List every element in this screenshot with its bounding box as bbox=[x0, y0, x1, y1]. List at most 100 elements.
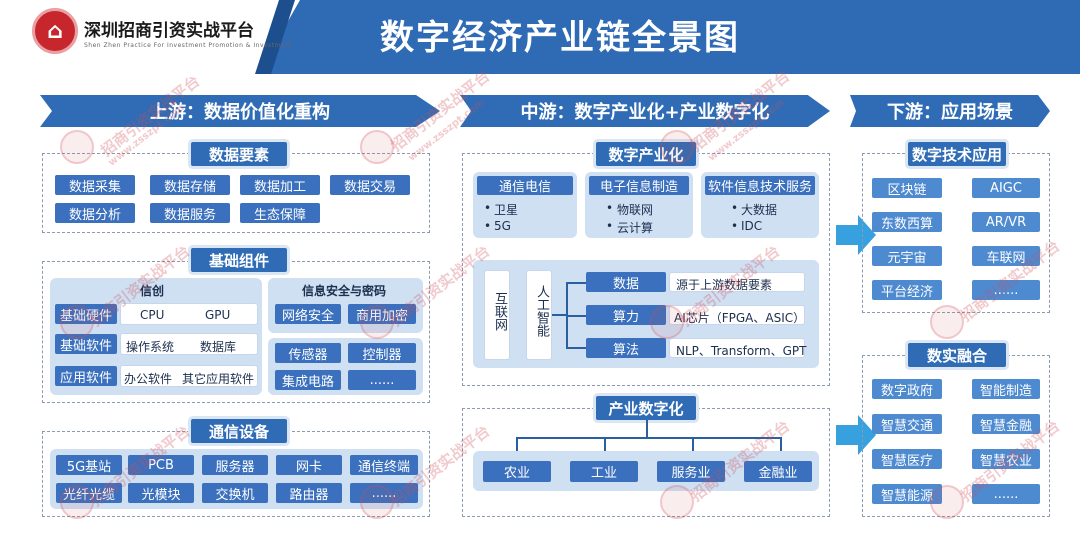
industry-card-title: 电子信息制造 bbox=[589, 176, 689, 195]
industry-card-item: 物联网 bbox=[617, 203, 654, 217]
ai-box bbox=[526, 270, 552, 360]
industry-card-item: 卫星 bbox=[494, 203, 519, 217]
comm-equipment-title: 通信设备 bbox=[191, 419, 287, 443]
upstream-banner: 上游：数据价值化重构 bbox=[40, 95, 440, 127]
data-elements-title: 数据要素 bbox=[191, 142, 287, 166]
bullet-dot: • bbox=[606, 219, 614, 233]
fusion-item: ...... bbox=[972, 484, 1040, 504]
hardware-item: ...... bbox=[348, 370, 416, 390]
xinchuang-row-value: 操作系统 bbox=[126, 340, 175, 354]
fusion-item: 数字政府 bbox=[872, 379, 942, 399]
bullet-dot: • bbox=[731, 201, 739, 215]
fusion-item: 智慧农业 bbox=[972, 449, 1040, 469]
tech-app-item: 车联网 bbox=[972, 246, 1040, 266]
data-element-item: 数据分析 bbox=[55, 203, 135, 223]
connector-line bbox=[780, 437, 782, 453]
tech-app-item: AIGC bbox=[972, 178, 1040, 198]
security-item: 商用加密 bbox=[348, 304, 416, 324]
xinchuang-row-label: 基础硬件 bbox=[55, 304, 117, 324]
xinchuang-title: 信创 bbox=[140, 284, 165, 298]
bullet-dot: • bbox=[731, 219, 739, 233]
industry-card-item: 大数据 bbox=[741, 203, 778, 217]
xinchuang-row-value: GPU bbox=[205, 308, 231, 322]
industry-sector-item: 工业 bbox=[570, 461, 638, 482]
data-element-item: 数据加工 bbox=[240, 175, 320, 195]
tech-apps-title: 数字技术应用 bbox=[908, 142, 1006, 166]
ai-row-desc: NLP、Transform、GPT bbox=[676, 344, 807, 358]
connector-line bbox=[516, 437, 518, 453]
hardware-item: 控制器 bbox=[348, 343, 416, 363]
industry-card-title: 软件信息技术服务 bbox=[705, 176, 815, 195]
fusion-item: 智慧交通 bbox=[872, 414, 942, 434]
industry-card-item: 5G bbox=[494, 219, 511, 233]
internet-label: 互联网 bbox=[492, 292, 507, 331]
fusion-item: 智慧金融 bbox=[972, 414, 1040, 434]
data-element-item: 生态保障 bbox=[240, 203, 320, 223]
industry-card-item: IDC bbox=[741, 219, 763, 233]
industry-card-item: 云计算 bbox=[617, 221, 654, 235]
industrial-digitalization-title: 产业数字化 bbox=[596, 396, 696, 420]
ai-row-label: 数据 bbox=[586, 272, 666, 292]
ai-row-desc-box bbox=[669, 338, 805, 358]
comm-item: ...... bbox=[350, 483, 418, 503]
tech-app-item: AR/VR bbox=[972, 212, 1040, 232]
data-element-item: 数据交易 bbox=[330, 175, 410, 195]
xinchuang-row-label: 应用软件 bbox=[55, 366, 117, 386]
comm-item: 5G基站 bbox=[56, 455, 122, 475]
ai-row-desc: 源于上游数据要素 bbox=[676, 278, 773, 292]
industry-card-title: 通信电信 bbox=[477, 176, 573, 195]
page-title: 数字经济产业链全景图 bbox=[380, 18, 740, 58]
connector-line bbox=[516, 437, 782, 439]
connector-line bbox=[566, 282, 586, 284]
bullet-dot: • bbox=[606, 201, 614, 215]
tech-app-item: 东数西算 bbox=[872, 212, 942, 232]
brand-subtitle: Shen Zhen Practice For Investment Promot… bbox=[84, 42, 293, 49]
security-title: 信息安全与密码 bbox=[302, 284, 387, 298]
ai-row-desc-box bbox=[669, 272, 805, 292]
digital-industrialization-title: 数字产业化 bbox=[596, 142, 696, 166]
fusion-item: 智能制造 bbox=[972, 379, 1040, 399]
fusion-item: 智慧能源 bbox=[872, 484, 942, 504]
tech-app-item: 区块链 bbox=[872, 178, 942, 198]
comm-item: 交换机 bbox=[202, 483, 268, 503]
connector-line bbox=[692, 437, 694, 453]
connector-line bbox=[552, 314, 566, 316]
connector-line bbox=[604, 437, 606, 453]
fusion-item: 智慧医疗 bbox=[872, 449, 942, 469]
industry-sector-item: 金融业 bbox=[744, 461, 812, 482]
data-element-item: 数据服务 bbox=[150, 203, 230, 223]
comm-item: 路由器 bbox=[276, 483, 342, 503]
comm-item: PCB bbox=[128, 455, 194, 475]
tech-app-item: 元宇宙 bbox=[872, 246, 942, 266]
comm-item: 光模块 bbox=[128, 483, 194, 503]
comm-item: 通信终端 bbox=[350, 455, 418, 475]
hardware-item: 传感器 bbox=[275, 343, 341, 363]
ai-row-desc: AI芯片（FPGA、ASIC） bbox=[674, 311, 806, 325]
connector-line bbox=[566, 347, 586, 349]
red-seal-logo-icon: ⌂ bbox=[32, 8, 78, 54]
bullet-dot: • bbox=[484, 219, 492, 233]
tech-app-item: ...... bbox=[972, 280, 1040, 300]
connector-line bbox=[566, 315, 586, 317]
industry-sector-item: 服务业 bbox=[657, 461, 725, 482]
midstream-banner: 中游：数字产业化+产业数字化 bbox=[460, 95, 830, 127]
xinchuang-row-value: 数据库 bbox=[200, 340, 237, 354]
security-item: 网络安全 bbox=[275, 304, 341, 324]
xinchuang-row-card bbox=[120, 365, 258, 387]
xinchuang-row-value: 其它应用软件 bbox=[182, 372, 255, 386]
hardware-item: 集成电路 bbox=[275, 370, 341, 390]
ai-label: 人工智能 bbox=[534, 285, 549, 337]
xinchuang-row-card bbox=[120, 303, 258, 325]
xinchuang-row-value: 办公软件 bbox=[124, 372, 173, 386]
ai-row-label: 算法 bbox=[586, 338, 666, 358]
downstream-banner: 下游：应用场景 bbox=[850, 95, 1050, 127]
basic-components-title: 基础组件 bbox=[191, 248, 287, 272]
tech-app-item: 平台经济 bbox=[872, 280, 942, 300]
data-element-item: 数据采集 bbox=[55, 175, 135, 195]
comm-item: 网卡 bbox=[276, 455, 342, 475]
fusion-title: 数实融合 bbox=[908, 343, 1006, 367]
xinchuang-row-value: CPU bbox=[140, 308, 165, 322]
industry-sector-item: 农业 bbox=[483, 461, 551, 482]
ai-row-desc-box bbox=[669, 305, 805, 325]
xinchuang-row-label: 基础软件 bbox=[55, 334, 117, 354]
